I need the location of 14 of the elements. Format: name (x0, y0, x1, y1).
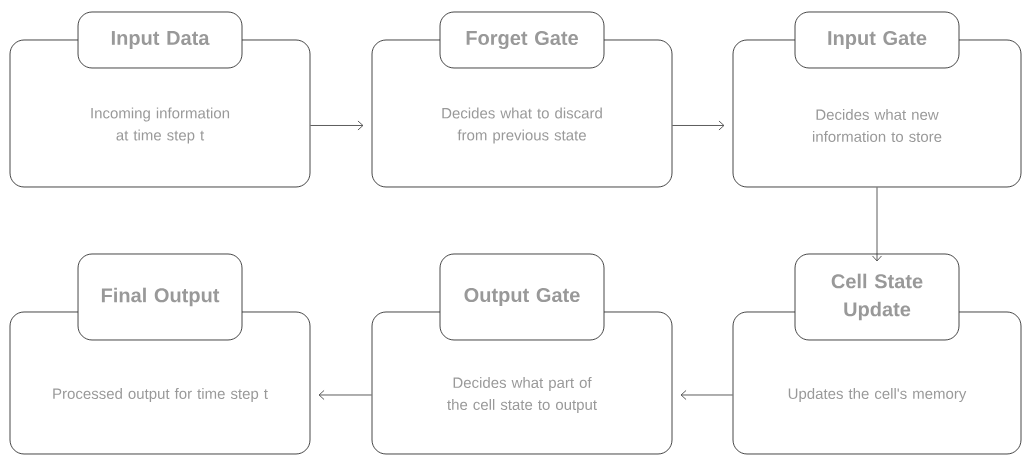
card: Forget Gate Decides what to discard from previous state (371, 11, 673, 188)
card: Output Gate Decides what part of the cell state to output (371, 253, 673, 455)
node-label: Final Output (101, 287, 220, 307)
arrow (310, 120, 364, 131)
node-label: Output Gate (464, 287, 580, 307)
arrow (872, 187, 882, 262)
arrow (680, 390, 733, 400)
arrow (318, 390, 372, 400)
card: Input Gate Decides what new information to store (732, 11, 1022, 188)
arrow (672, 120, 725, 131)
node-label: Cell State (831, 273, 923, 289)
card: Input Data Incoming information at time step t (9, 11, 311, 188)
card: Cell State Update Updates the cell's memory (732, 253, 1022, 455)
card: Final Output Processed output for time step t (9, 253, 311, 455)
